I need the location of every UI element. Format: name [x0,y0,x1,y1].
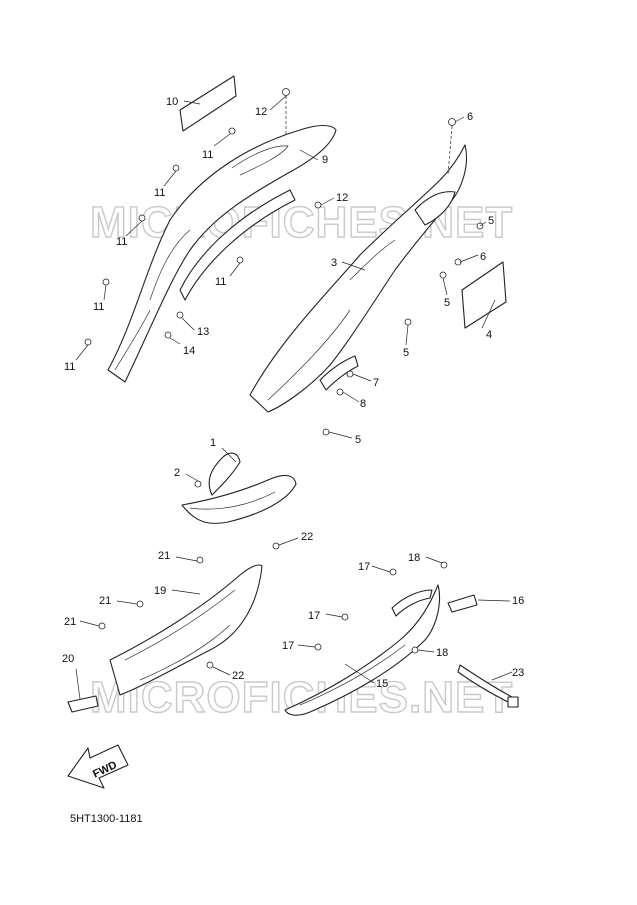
watermark-bottom: MICROFICHES.NET [90,673,513,722]
callout-18a: 18 [408,552,420,564]
callout-labels: 10 12 6 9 11 11 12 11 5 3 6 11 5 11 4 13… [62,96,524,690]
callout-21a: 21 [158,550,170,562]
callout-20: 20 [62,653,74,665]
callout-14: 14 [183,345,195,357]
watermark-top: MICROFICHES.NET [90,198,513,247]
callout-11c: 11 [116,236,127,248]
callout-22a: 22 [301,531,313,543]
callout-2: 2 [174,467,180,479]
lower-cover-right [284,584,441,716]
bolts [84,88,484,669]
callout-7: 7 [373,377,379,389]
decal-10 [179,75,237,132]
callout-5d: 5 [355,434,361,446]
callout-1: 1 [210,437,216,449]
center-cover [181,452,297,524]
band-23-clip [507,696,519,708]
callout-11e: 11 [93,301,104,313]
callout-11f: 11 [64,361,75,373]
callout-4: 4 [486,329,492,341]
callout-9: 9 [322,154,328,166]
callout-5c: 5 [403,347,409,359]
callout-15: 15 [376,678,388,690]
callout-16: 16 [512,595,524,607]
side-cover-left [107,124,337,383]
pad-16 [447,594,478,613]
callout-11b: 11 [154,187,165,199]
callout-17b: 17 [308,610,320,622]
pad-20 [67,695,99,713]
fwd-arrow: FWD [67,744,129,789]
callout-8: 8 [360,398,366,410]
side-cover-right [249,144,468,413]
callout-5b: 5 [444,297,450,309]
callout-10: 10 [166,96,178,108]
callout-6b: 6 [480,251,486,263]
callout-21b: 21 [99,595,111,607]
callout-3: 3 [331,257,337,269]
callout-13: 13 [197,326,209,338]
callout-11a: 11 [202,149,213,161]
lower-cover-left [109,564,263,696]
callout-23: 23 [512,667,524,679]
callout-17a: 17 [358,561,370,573]
callout-5a: 5 [488,215,494,227]
callout-11d: 11 [215,276,226,288]
callout-22b: 22 [232,670,244,682]
callout-19: 19 [154,585,166,597]
callout-12a: 12 [255,106,267,118]
callout-6a: 6 [467,111,473,123]
callout-21c: 21 [64,616,76,628]
callout-18b: 18 [436,647,448,659]
decal-4 [461,261,507,329]
callout-12b: 12 [336,192,348,204]
diagram-code: 5HT1300-1181 [70,813,143,825]
callout-17c: 17 [282,640,294,652]
leader-lines [75,95,513,700]
